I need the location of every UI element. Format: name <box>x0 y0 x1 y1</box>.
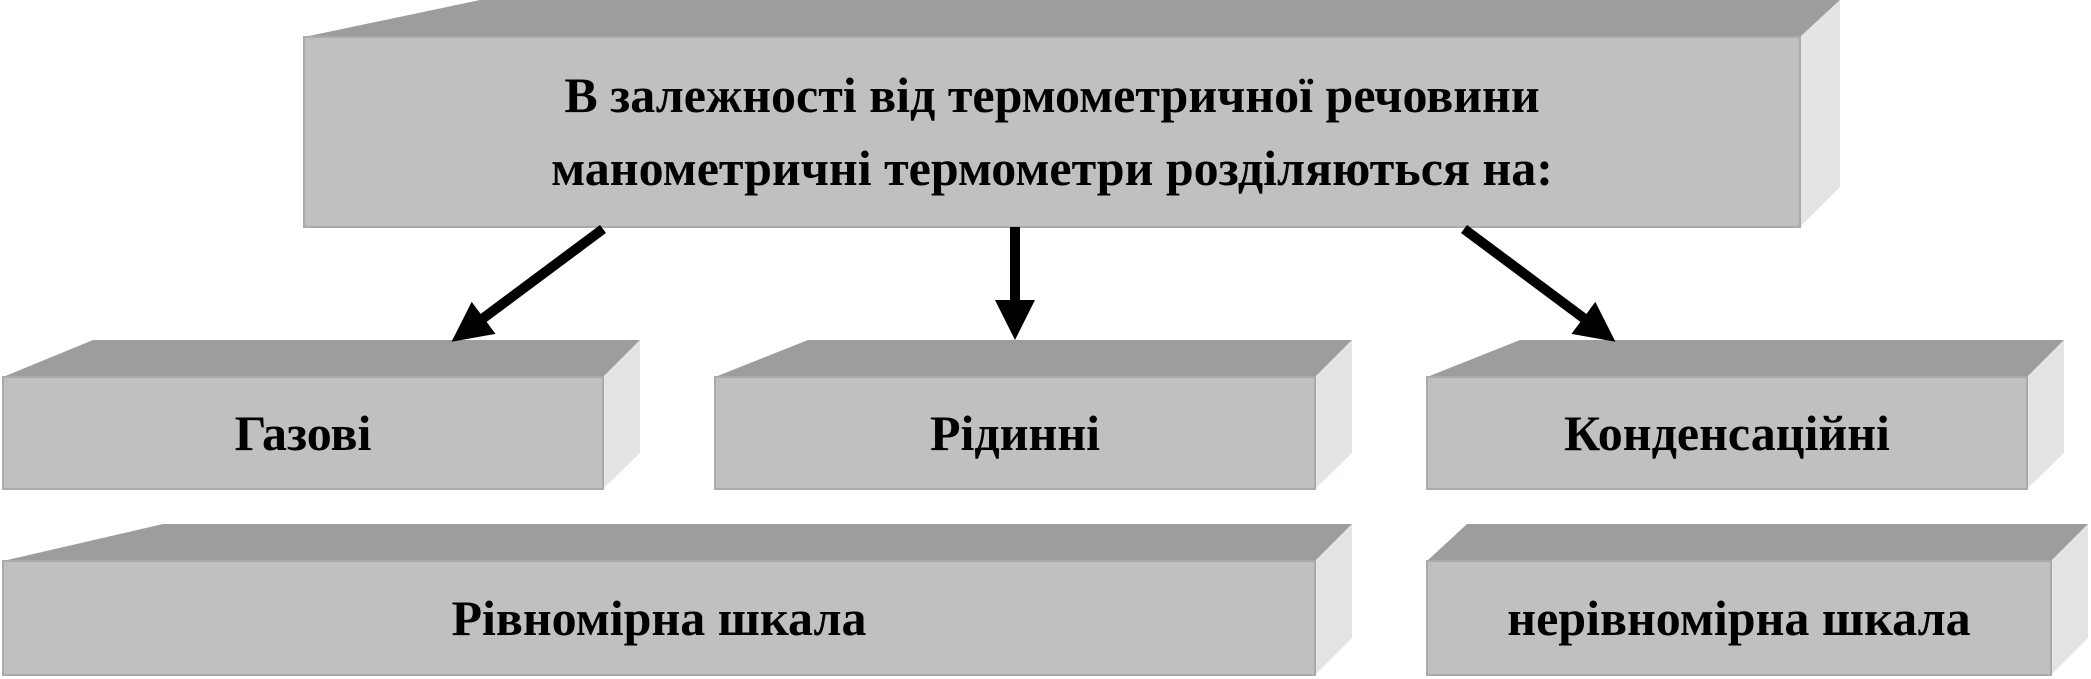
box-side <box>1315 524 1352 675</box>
box-side <box>1315 340 1352 489</box>
box-nonuniform-scale <box>1426 524 2088 676</box>
box-uniform-scale <box>2 524 1352 676</box>
header-box-front <box>303 36 1801 228</box>
box-side <box>2027 340 2064 489</box>
arrow-to-gas <box>451 224 606 342</box>
type-label-gas: Газові <box>234 404 372 461</box>
header-line-2: манометричні термометри розділяються на: <box>551 140 1553 196</box>
box-top <box>3 340 640 377</box>
box-front <box>2 560 1316 676</box>
box-side <box>2051 524 2088 675</box>
box-top <box>715 340 1352 377</box>
type-label-liquid: Рідинні <box>929 404 1101 461</box>
header-box-side <box>1800 0 1840 227</box>
box-condensation <box>1426 340 2064 490</box>
box-front <box>2 376 604 490</box>
arrow-to-condensation <box>1461 224 1616 342</box>
box-gas <box>2 340 640 490</box>
header-box-top <box>304 0 1840 37</box>
header-box <box>303 0 1840 228</box>
scale-label-nonuniform: нерівномірна шкала <box>1507 589 1971 646</box>
box-top <box>1427 524 2088 561</box>
header-line-1: В залежності від термометричної речовини <box>564 67 1540 123</box>
box-front <box>714 376 1316 490</box>
scale-label-uniform: Рівномірна шкала <box>451 589 867 646</box>
box-top <box>3 524 1352 561</box>
box-side <box>603 340 640 489</box>
box-front <box>1426 560 2052 676</box>
box-liquid <box>714 340 1352 490</box>
type-label-condensation: Конденсаційні <box>1564 404 1890 461</box>
box-front <box>1426 376 2028 490</box>
header-text: В залежності від термометричної речовини… <box>304 37 1800 227</box>
box-top <box>1427 340 2064 377</box>
